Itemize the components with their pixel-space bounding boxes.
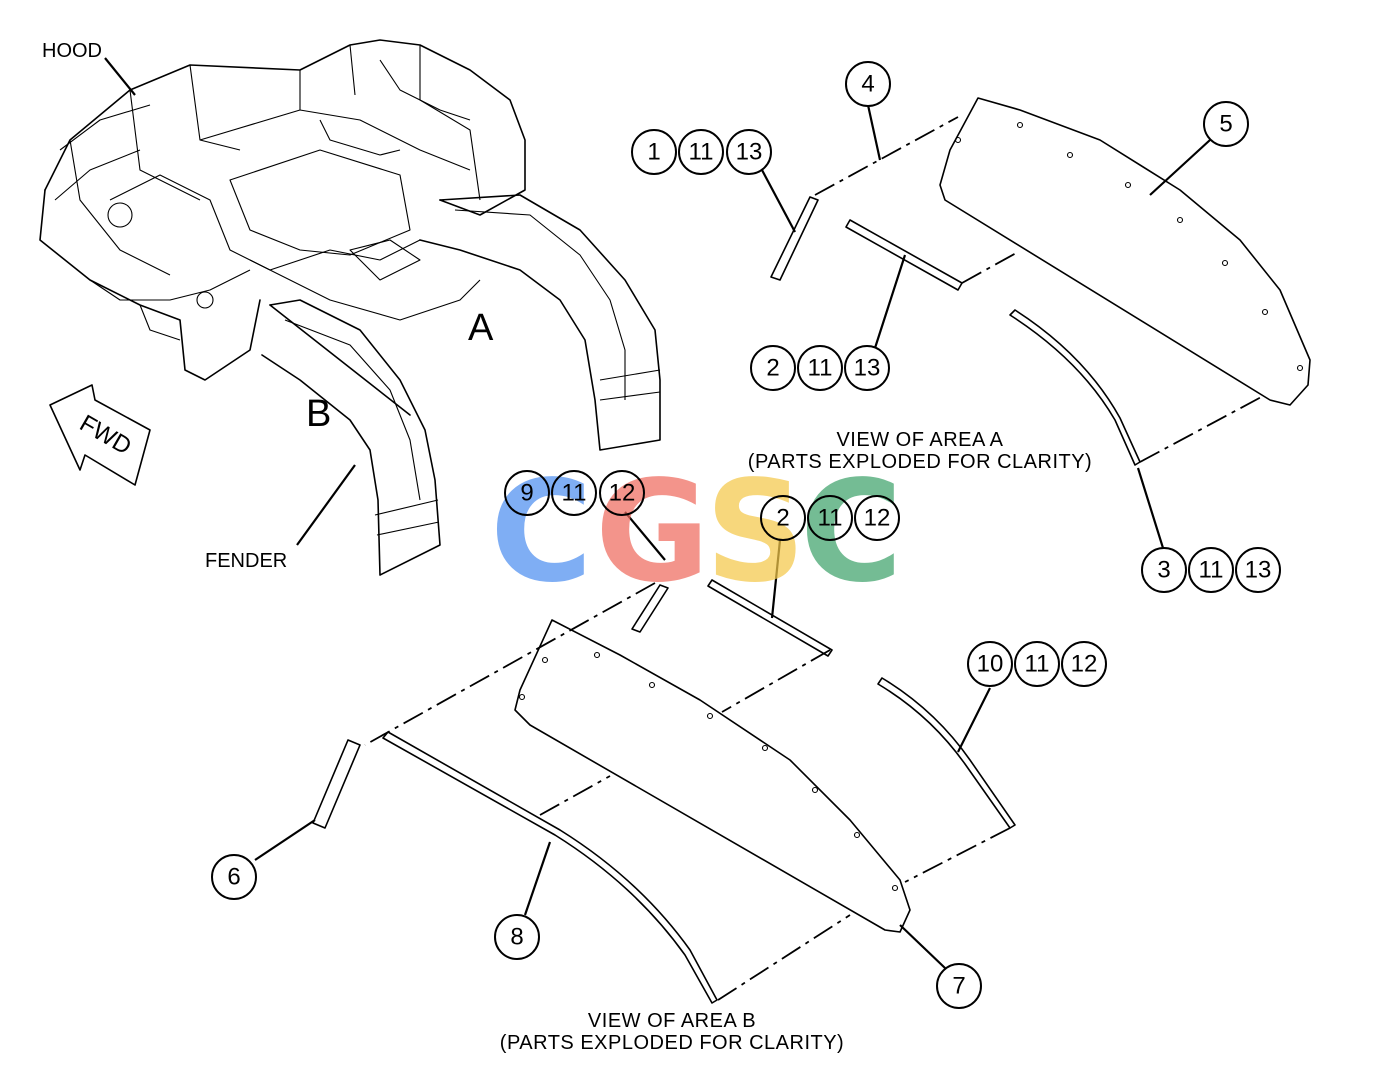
callout-5: 5 [1203,101,1249,147]
callout-11: 11 [1199,557,1224,584]
callout-11: 11 [562,480,587,507]
hood-label: HOOD [42,40,102,62]
callout-6: 6 [211,854,257,900]
callout-4: 4 [845,61,891,107]
callout-11: 11 [1025,651,1050,678]
callout-13: 13 [1245,557,1272,584]
view-b-caption-line1: VIEW OF AREA B [588,1010,756,1032]
callout-1: 1 [647,139,660,166]
fender-leader [296,464,356,546]
view-b-exploded-parts [312,579,1016,1004]
machine-overview-illustration [39,39,661,576]
callout-13: 13 [736,139,763,166]
callout-leaders [254,104,1211,969]
callout-11: 11 [808,355,833,382]
callout-group-1-11-13: 1 11 13 [631,129,772,175]
callout-10: 10 [977,651,1004,678]
callout-7: 7 [936,963,982,1009]
watermark-letter-c2: C [800,451,903,614]
svg-text:8: 8 [510,924,523,951]
callout-group-2-11-12: 2 11 12 [760,495,900,541]
svg-text:5: 5 [1219,111,1232,138]
callout-2: 2 [776,505,789,532]
callout-8: 8 [494,914,540,960]
svg-text:7: 7 [952,973,965,1000]
callout-13: 13 [854,355,881,382]
callout-group-3-11-13: 3 11 13 [1141,547,1281,593]
area-b-marker: B [306,393,331,435]
view-a-exploded-parts [770,97,1311,466]
area-a-marker: A [468,307,494,349]
watermark-letter-s: S [705,451,806,614]
view-a-caption-line1: VIEW OF AREA A [836,429,1003,451]
callout-11: 11 [689,139,714,166]
watermark-letter-c1: C [490,451,593,614]
view-b-caption-line2: (PARTS EXPLODED FOR CLARITY) [500,1032,844,1054]
fwd-arrow-icon: FWD [49,384,151,486]
callout-12: 12 [864,505,891,532]
callout-12: 12 [609,480,636,507]
callout-group-10-11-12: 10 11 12 [967,641,1107,687]
callout-group-2-11-13: 2 11 13 [750,345,890,391]
view-a-caption-line2: (PARTS EXPLODED FOR CLARITY) [748,451,1092,473]
callout-12: 12 [1071,651,1098,678]
callout-2: 2 [766,355,779,382]
callout-11: 11 [818,505,843,532]
fender-label: FENDER [205,550,287,572]
callout-3: 3 [1157,557,1170,584]
svg-text:6: 6 [227,864,240,891]
hood-leader [104,57,136,96]
svg-text:4: 4 [861,71,874,98]
callout-group-9-11-12: 9 11 12 [504,470,645,516]
watermark-letter-g: G [595,451,710,614]
callout-9: 9 [520,480,533,507]
cgsc-watermark: C G S C [490,451,903,614]
